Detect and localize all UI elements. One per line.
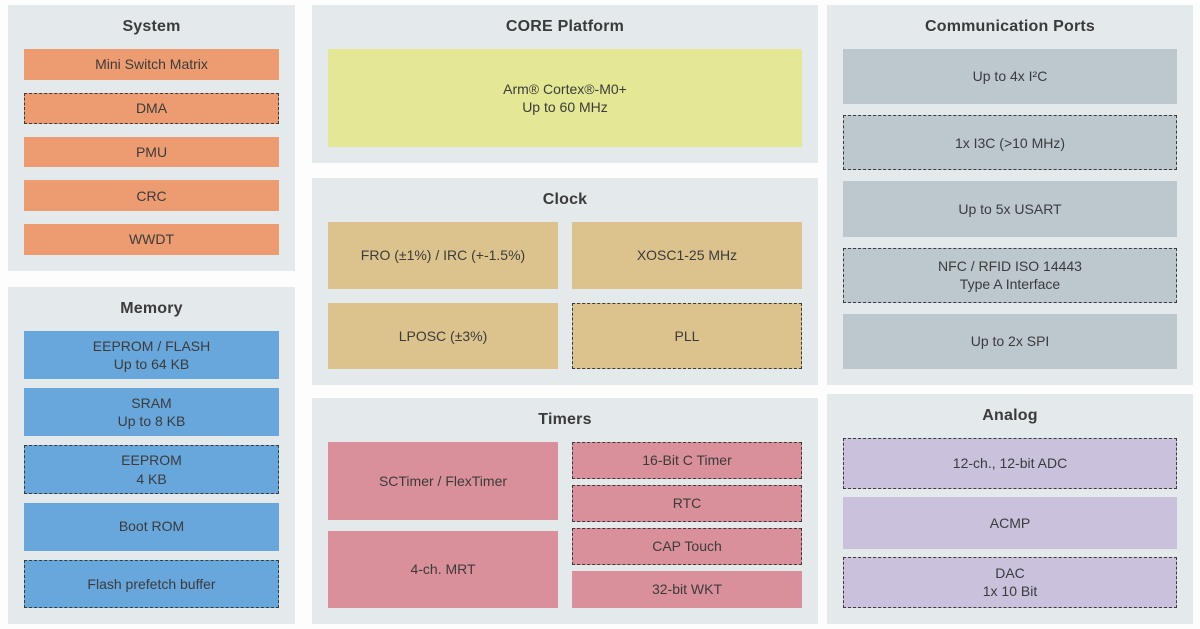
block-flash-prefetch-buffer: Flash prefetch buffer	[24, 559, 279, 609]
block-dma: DMA	[24, 92, 279, 124]
block-label: PMU	[135, 143, 168, 160]
block-label: Up to 2x SPI	[970, 333, 1050, 350]
block-label: Up to 4x I²C	[972, 68, 1048, 85]
block-eeprom-4kb: EEPROM 4 KB	[24, 445, 279, 494]
communication-ports-panel: Communication Ports Up to 4x I²C 1x I3C …	[827, 5, 1193, 385]
block-adc: 12-ch., 12-bit ADC	[843, 438, 1177, 490]
block-sctimer-flextimer: SCTimer / FlexTimer	[328, 442, 558, 520]
core-platform-panel-title: CORE Platform	[505, 18, 625, 35]
analog-panel: Analog 12-ch., 12-bit ADC ACMP DAC 1x 10…	[827, 394, 1193, 624]
block-xosc: XOSC1-25 MHz	[572, 222, 802, 289]
block-label: PLL	[674, 327, 700, 344]
analog-panel-title: Analog	[982, 407, 1038, 424]
block-label: 1x I3C (>10 MHz)	[954, 134, 1066, 151]
block-spi: Up to 2x SPI	[843, 313, 1177, 370]
timers-panel-title: Timers	[538, 411, 592, 428]
memory-panel-title: Memory	[120, 300, 183, 317]
block-label: Boot ROM	[118, 518, 185, 535]
block-i2c: Up to 4x I²C	[843, 49, 1177, 105]
block-label: CRC	[136, 187, 167, 204]
block-pmu: PMU	[24, 136, 279, 168]
block-acmp: ACMP	[843, 497, 1177, 549]
block-4ch-mrt: 4-ch. MRT	[328, 530, 558, 608]
block-rtc: RTC	[572, 485, 802, 522]
block-fro-irc: FRO (±1%) / IRC (+-1.5%)	[328, 222, 558, 289]
block-label: EEPROM 4 KB	[121, 452, 182, 487]
block-label: RTC	[672, 495, 702, 512]
block-label: 4-ch. MRT	[410, 561, 476, 578]
block-label: CAP Touch	[652, 538, 722, 555]
system-panel-title: System	[122, 18, 181, 35]
block-pll: PLL	[572, 302, 802, 369]
block-label: Arm® Cortex®-M0+ Up to 60 MHz	[503, 80, 627, 115]
block-dac: DAC 1x 10 Bit	[843, 556, 1177, 608]
clock-panel-title: Clock	[542, 191, 588, 208]
memory-blocks: EEPROM / FLASH Up to 64 KB SRAM Up to 8 …	[24, 331, 279, 609]
block-eeprom-flash: EEPROM / FLASH Up to 64 KB	[24, 331, 279, 380]
block-label: Mini Switch Matrix	[95, 56, 208, 73]
block-label: WWDT	[128, 231, 175, 248]
block-label: DAC 1x 10 Bit	[982, 564, 1038, 600]
block-nfc-rfid: NFC / RFID ISO 14443 Type A Interface	[843, 247, 1177, 303]
block-label: Up to 5x USART	[958, 200, 1062, 217]
communication-blocks: Up to 4x I²C 1x I3C (>10 MHz) Up to 5x U…	[843, 49, 1177, 370]
core-platform-panel: CORE Platform Arm® Cortex®-M0+ Up to 60 …	[312, 5, 818, 163]
block-label: FRO (±1%) / IRC (+-1.5%)	[360, 247, 526, 264]
clock-panel: Clock FRO (±1%) / IRC (+-1.5%) XOSC1-25 …	[312, 178, 818, 385]
block-label: XOSC1-25 MHz	[636, 247, 738, 264]
system-panel: System Mini Switch Matrix DMA PMU CRC WW…	[8, 5, 295, 271]
analog-blocks: 12-ch., 12-bit ADC ACMP DAC 1x 10 Bit	[843, 438, 1177, 608]
block-label: EEPROM / FLASH Up to 64 KB	[92, 337, 211, 373]
block-label: SCTimer / FlexTimer	[378, 472, 508, 489]
block-label: 32-bit WKT	[651, 581, 722, 598]
block-sram: SRAM Up to 8 KB	[24, 388, 279, 437]
block-label: 12-ch., 12-bit ADC	[952, 455, 1068, 472]
block-label: NFC / RFID ISO 14443 Type A Interface	[938, 257, 1082, 293]
block-usart: Up to 5x USART	[843, 181, 1177, 237]
timers-blocks: SCTimer / FlexTimer 4-ch. MRT 16-Bit C T…	[328, 442, 802, 608]
memory-panel: Memory EEPROM / FLASH Up to 64 KB SRAM U…	[8, 287, 295, 624]
block-lposc: LPOSC (±3%)	[328, 302, 558, 369]
block-32bit-wkt: 32-bit WKT	[572, 571, 802, 608]
block-label: DMA	[135, 99, 168, 116]
block-crc: CRC	[24, 180, 279, 212]
block-mini-switch-matrix: Mini Switch Matrix	[24, 49, 279, 80]
block-label: Flash prefetch buffer	[87, 575, 216, 592]
core-blocks: Arm® Cortex®-M0+ Up to 60 MHz	[328, 49, 802, 147]
block-label: LPOSC (±3%)	[398, 327, 488, 344]
block-i3c: 1x I3C (>10 MHz)	[843, 115, 1177, 171]
timers-left-column: SCTimer / FlexTimer 4-ch. MRT	[328, 442, 558, 608]
timers-panel: Timers SCTimer / FlexTimer 4-ch. MRT 16-…	[312, 398, 818, 624]
block-cap-touch: CAP Touch	[572, 528, 802, 565]
system-blocks: Mini Switch Matrix DMA PMU CRC WWDT	[24, 49, 279, 255]
clock-blocks: FRO (±1%) / IRC (+-1.5%) XOSC1-25 MHz LP…	[328, 222, 802, 369]
block-boot-rom: Boot ROM	[24, 502, 279, 551]
block-label: ACMP	[989, 514, 1031, 531]
block-wwdt: WWDT	[24, 224, 279, 255]
block-arm-cortex-m0plus: Arm® Cortex®-M0+ Up to 60 MHz	[328, 49, 802, 147]
timers-right-column: 16-Bit C Timer RTC CAP Touch 32-bit WKT	[572, 442, 802, 608]
block-16bit-c-timer: 16-Bit C Timer	[572, 442, 802, 479]
block-label: 16-Bit C Timer	[642, 452, 732, 469]
block-label: SRAM Up to 8 KB	[117, 394, 186, 430]
communication-ports-panel-title: Communication Ports	[924, 18, 1096, 35]
